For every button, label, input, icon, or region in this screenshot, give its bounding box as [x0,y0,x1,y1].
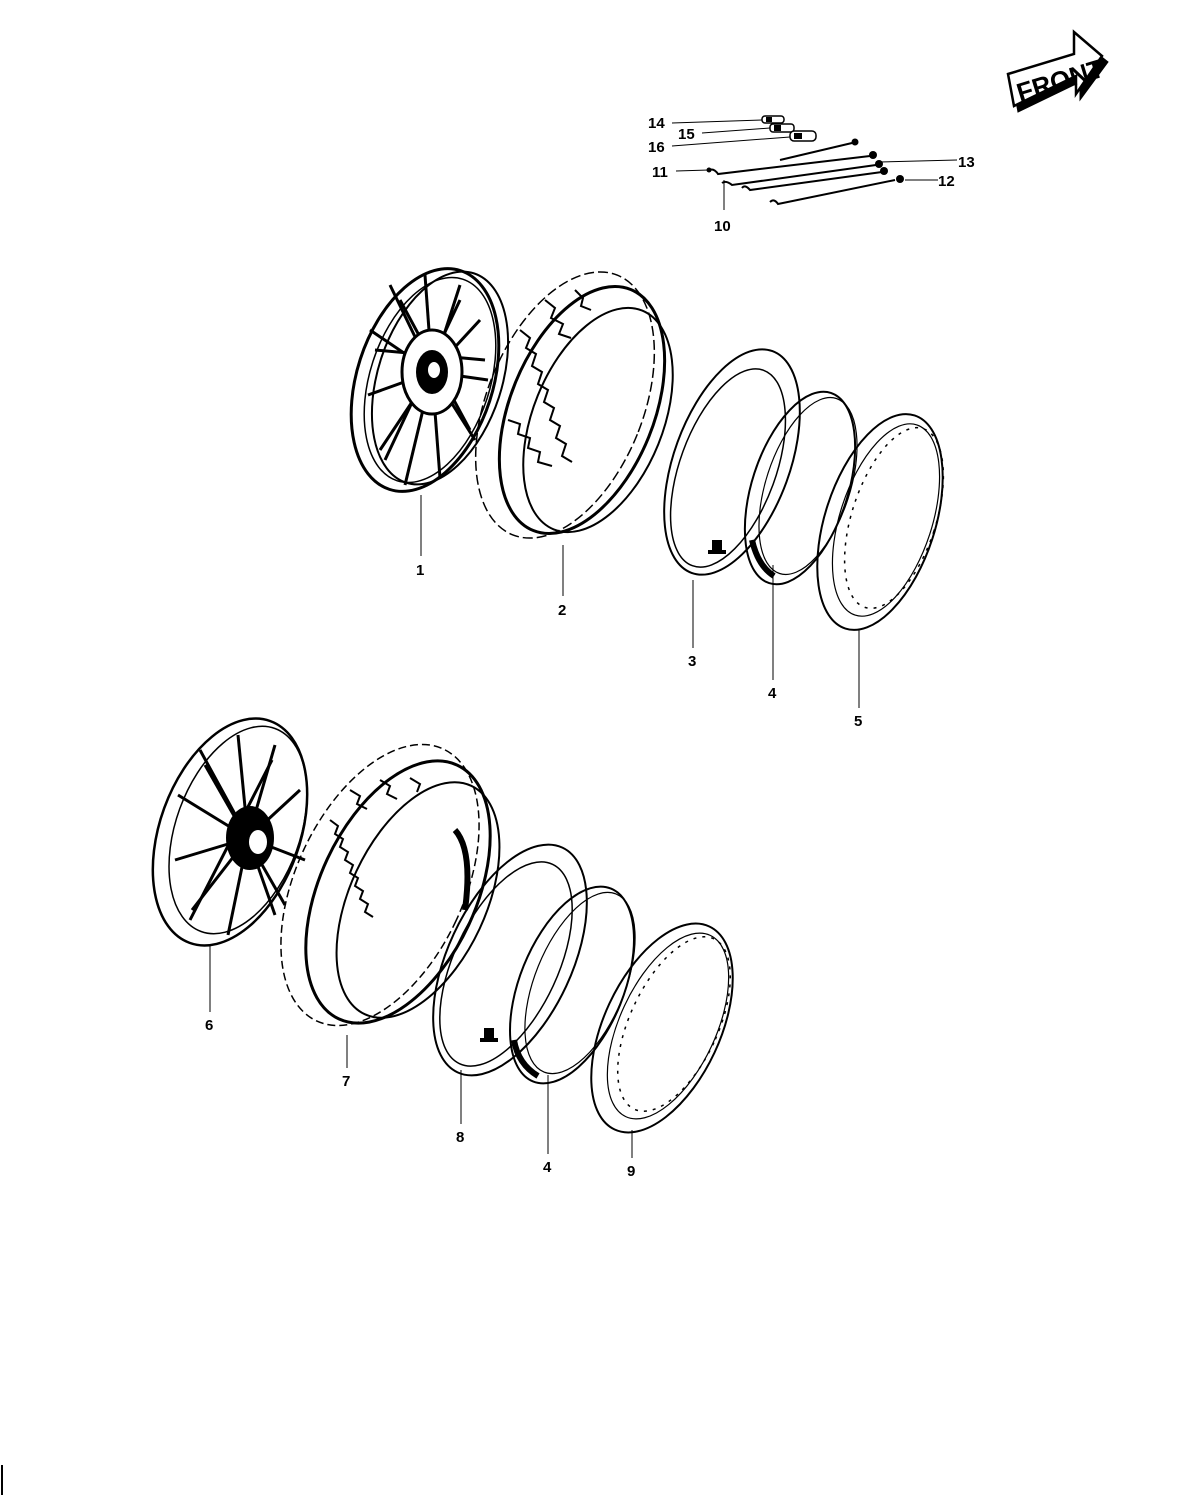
spoke-12-icon [769,175,904,206]
callout-15: 15 [678,126,695,143]
callout-7: 7 [342,1073,350,1090]
callout-12: 12 [938,173,955,190]
callout-1: 1 [416,562,424,579]
spoke-10-icon [741,167,888,192]
front-rim-band [743,390,858,586]
callout-4-rear: 4 [543,1159,552,1176]
callout-6: 6 [205,1017,213,1034]
callout-10: 10 [714,218,731,235]
callout-4-front: 4 [768,685,777,702]
front-tire [474,271,674,539]
front-wheel-assembly [349,267,510,493]
top-row-leader-lines [420,495,860,708]
callout-11: 11 [652,164,668,181]
rear-rim-band [509,885,636,1085]
rear-rim [590,922,734,1134]
rear-tire [280,743,501,1027]
callout-8: 8 [456,1129,464,1146]
callout-3: 3 [688,653,696,670]
front-rim [816,413,945,631]
callout-13: 13 [958,154,975,171]
spoke-11-icon [706,151,877,176]
callout-5: 5 [854,713,862,730]
callout-14: 14 [648,115,665,132]
callout-labels: 1 2 3 4 5 6 7 8 4 9 10 11 12 13 14 15 16 [205,115,975,1180]
front-inner-tube [663,348,801,576]
rear-wheel-assembly [151,717,309,947]
spoke-parts-group [706,115,904,206]
spoke-nipple-16-icon [789,130,817,142]
front-arrow-badge: FRONT [1006,29,1109,113]
callout-16: 16 [648,139,665,156]
callout-9: 9 [627,1163,635,1180]
bottom-row-leader-lines [209,945,633,1158]
spoke-nipple-15-icon [769,123,795,133]
rear-inner-tube [432,843,588,1077]
spoke-long-icon [779,138,859,161]
callout-2: 2 [558,602,566,619]
spoke-nipple-14-icon [761,115,785,124]
scan-edge-mark [1,1465,3,1495]
spoke-leader-lines [671,119,958,210]
